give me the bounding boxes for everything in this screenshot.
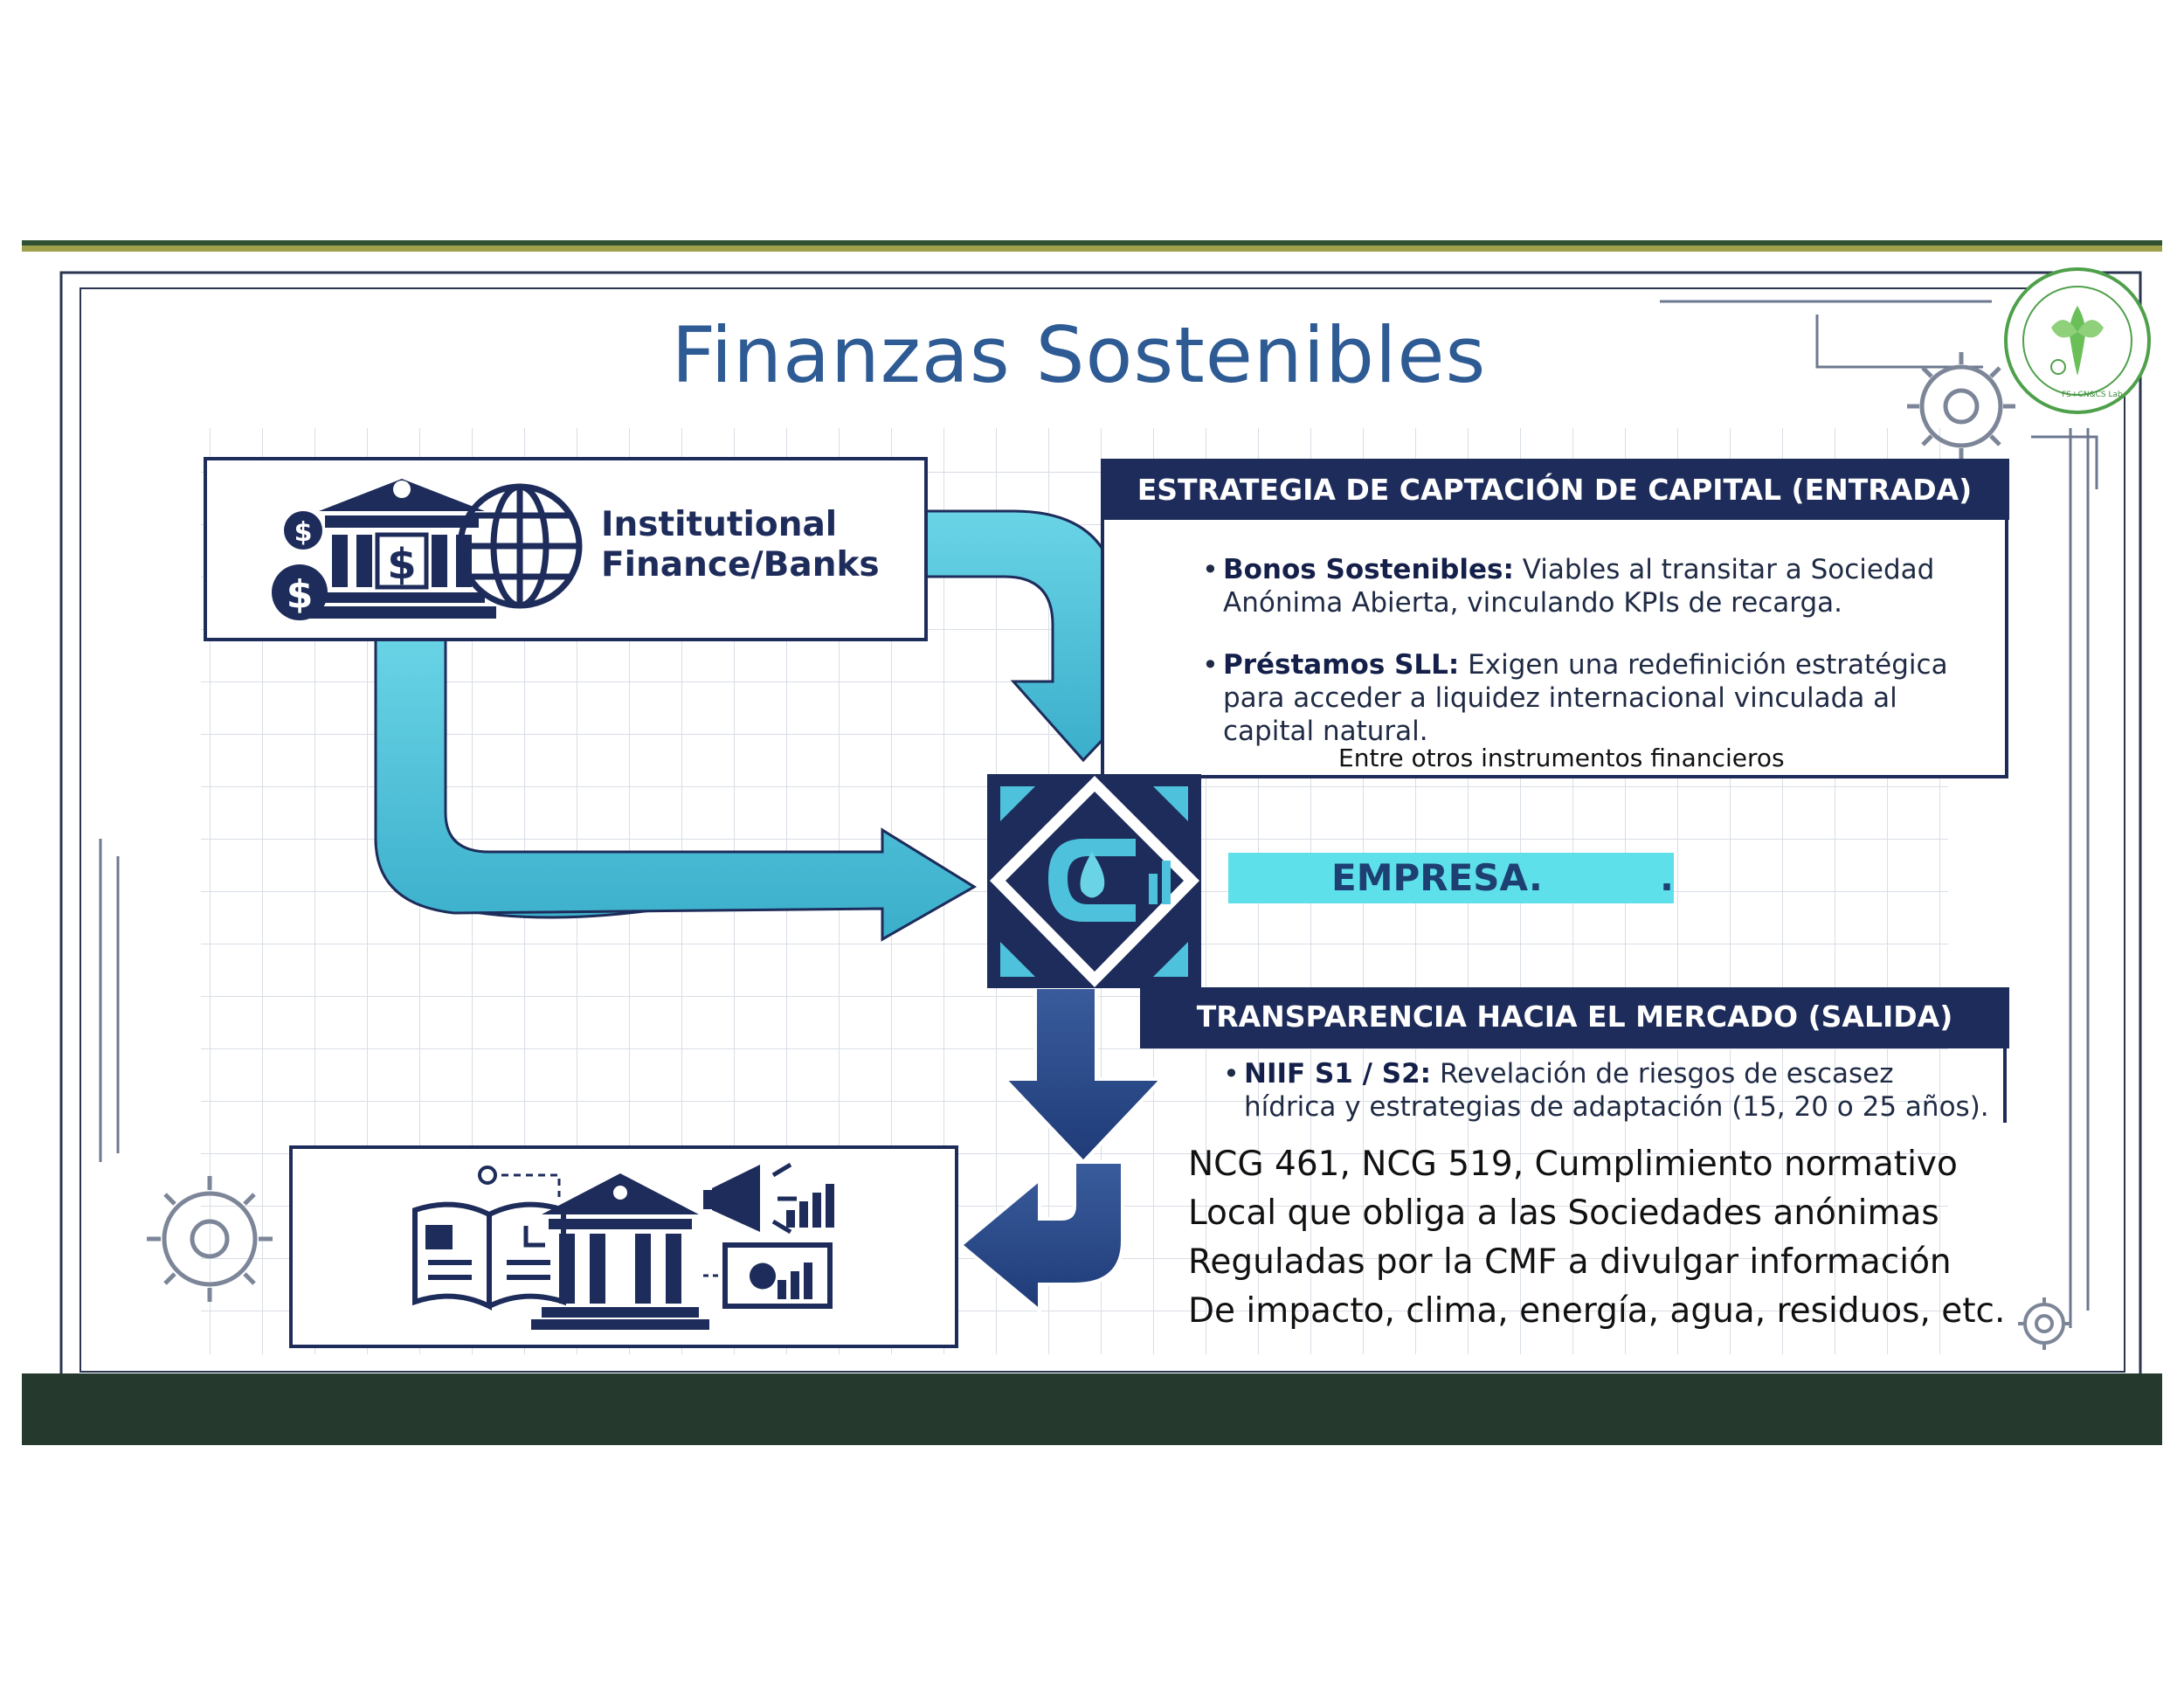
bank-label-line2: Finance/Banks [601, 545, 880, 585]
page-title: Finanzas Sostenibles [671, 310, 1487, 400]
bank-label: Institutional Finance/Banks [601, 505, 880, 585]
gear-icon [1907, 352, 2015, 460]
bullet-bold: NIIF S1 / S2: [1244, 1058, 1432, 1090]
bullet-bold: Bonos Sostenibles: [1223, 554, 1514, 585]
instruments-note: Entre otros instrumentos financieros [1338, 744, 1785, 772]
bullet-text: Exigen una redefinición estratégica [1459, 649, 1948, 681]
bullet-text: hídrica y estrategias de adaptación (15,… [1244, 1091, 1989, 1123]
dollar-coin-icon: $ $ [272, 511, 328, 620]
seal-caption: FS+CN&CS Lab [2062, 391, 2123, 399]
bank-building-icon [531, 1173, 709, 1330]
megaphone-icon [703, 1162, 797, 1235]
svg-text:$: $ [287, 572, 314, 617]
top-band-gold [22, 246, 2162, 252]
bullet-text: capital natural. [1223, 716, 1428, 747]
svg-text:$: $ [294, 517, 313, 548]
bullet-text: Viables al transitar a Sociedad [1513, 554, 1935, 585]
bullet-dot: • [1202, 648, 1219, 681]
company-water-logo-icon [987, 774, 1201, 988]
gear-icon [2018, 1297, 2070, 1350]
ncg-line: De impacto, clima, energía, agua, residu… [1188, 1291, 2006, 1331]
bullet-text: para acceder a liquidez internacional vi… [1223, 682, 1897, 714]
bullet-bold: Préstamos SLL: [1223, 649, 1460, 681]
lab-seal-logo [2004, 267, 2151, 414]
salida-bullet: • NIIF S1 / S2: Revelación de riesgos de… [1223, 1057, 2004, 1124]
ncg-regulation-text: NCG 461, NCG 519, Cumplimiento normativo… [1188, 1140, 2062, 1336]
top-band-dark [22, 240, 2162, 246]
bar-chart-icon [703, 1184, 834, 1309]
ncg-line: NCG 461, NCG 519, Cumplimiento normativo [1188, 1145, 1958, 1184]
bullet-text: Anónima Abierta, vinculando KPIs de reca… [1223, 587, 1843, 619]
svg-text:$: $ [387, 540, 416, 589]
ncg-line: Local que obliga a las Sociedades anónim… [1188, 1193, 1939, 1233]
bullet-dot: • [1202, 553, 1219, 586]
bank-building-icon: $ [308, 479, 496, 619]
globe-icon [457, 483, 583, 609]
ncg-line: Reguladas por la CMF a divulgar informac… [1188, 1242, 1952, 1282]
empresa-trailing-dot: . [1660, 856, 1674, 899]
empresa-highlight [1228, 853, 1674, 903]
entrada-bullet-2: • Préstamos SLL: Exigen una redefinición… [1202, 648, 1992, 748]
bullet-text: Revelación de riesgos de escasez [1431, 1058, 1894, 1090]
salida-heading: TRANSPARENCIA HACIA EL MERCADO (SALIDA) [1140, 987, 2009, 1045]
bullet-dot: • [1223, 1057, 1240, 1090]
footer-band [22, 1373, 2162, 1445]
gear-icon [147, 1176, 273, 1302]
bank-label-line1: Institutional [601, 505, 838, 544]
entrada-heading: ESTRATEGIA DE CAPTACIÓN DE CAPITAL (ENTR… [1102, 460, 2007, 518]
inner-frame [79, 287, 2125, 1373]
flow-arrow-bottom [1000, 986, 1166, 1165]
empresa-label: EMPRESA. [1331, 856, 1543, 899]
entrada-bullet-1: • Bonos Sostenibles: Viables al transita… [1202, 553, 1974, 619]
